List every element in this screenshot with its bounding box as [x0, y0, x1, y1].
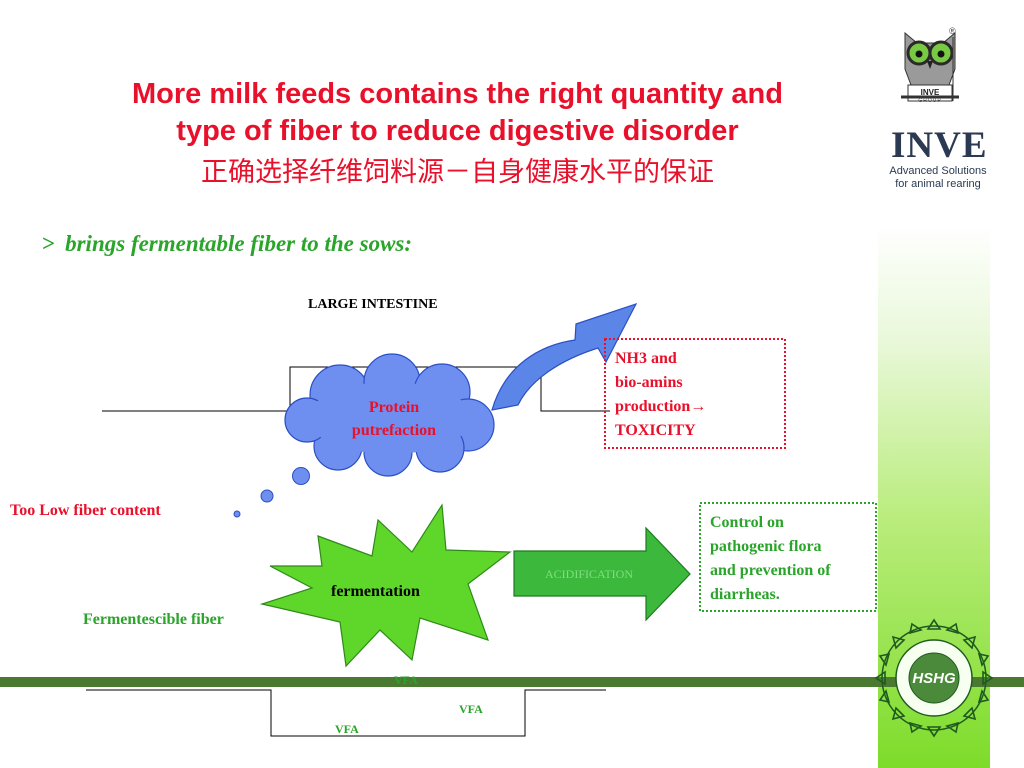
owl-logo-subtext: GROUP: [918, 98, 942, 104]
vfa-label-bottom: VFA: [335, 722, 359, 736]
control-box: Control on pathogenic flora and preventi…: [710, 511, 831, 607]
hshg-center-text: HSHG: [912, 670, 956, 687]
nh3-line-1: NH3 and: [615, 350, 677, 367]
owl-logo: [901, 31, 959, 102]
acidification-arrow: [513, 526, 691, 622]
acidification-label: ACIDIFICATION: [545, 567, 633, 581]
nh3-line-2: bio-amins: [615, 374, 683, 391]
too-low-fiber-label: Too Low fiber content: [10, 502, 161, 519]
bullet-point: > brings fermentable fiber to the sows:: [42, 231, 412, 257]
tagline-line-1: Advanced Solutions: [889, 165, 987, 177]
protein-putrefaction-label: Protein putrefaction: [324, 396, 464, 442]
title-chinese: 正确选择纤维饲料源－自身健康水平的保证: [201, 157, 714, 188]
thought-bubble-medium: [260, 489, 274, 503]
thought-bubble-large: [292, 467, 310, 485]
control-line-4: diarrheas.: [710, 586, 780, 603]
bullet-text: brings fermentable fiber to the sows:: [65, 231, 413, 256]
inve-brand: INVE: [891, 125, 988, 166]
control-line-2: pathogenic flora: [710, 538, 822, 555]
bullet-mark: >: [42, 231, 56, 256]
title-line-2: type of fiber to reduce digestive disord…: [176, 115, 739, 147]
control-line-3: and prevention of: [710, 562, 831, 579]
vfa-label-middle: VFA: [459, 702, 483, 716]
control-box-border: [699, 502, 877, 612]
nh3-line-3: production→: [615, 398, 707, 415]
fermentation-starburst: [259, 503, 512, 668]
fermentation-label: fermentation: [331, 583, 420, 600]
tagline-line-2: for animal rearing: [895, 178, 981, 190]
green-horizontal-band: [0, 677, 1024, 687]
nh3-line-4: TOXICITY: [615, 422, 696, 439]
vfa-label-top: VFA: [394, 673, 418, 687]
protein-line-2: putrefaction: [351, 422, 437, 439]
blue-curved-arrow: [491, 302, 638, 411]
toxicity-box-border: [604, 338, 786, 449]
slide-title: More milk feeds contains the right quant…: [30, 76, 885, 150]
thought-bubble-small: [233, 510, 241, 518]
owl-logo-text: INVE: [920, 88, 940, 97]
protein-cloud: [284, 353, 495, 477]
fermentescible-fiber-label: Fermentescible fiber: [83, 611, 224, 628]
title-line-1: More milk feeds contains the right quant…: [132, 78, 783, 110]
protein-line-1: Protein: [368, 399, 420, 416]
control-line-1: Control on: [710, 514, 784, 531]
large-intestine-label: LARGE INTESTINE: [308, 297, 438, 312]
toxicity-box: NH3 and bio-amins production→ TOXICITY: [615, 347, 706, 443]
inve-tagline: Advanced Solutions for animal rearing: [884, 165, 992, 191]
registered-mark: ®: [949, 26, 956, 36]
hshg-badge: [874, 618, 994, 738]
